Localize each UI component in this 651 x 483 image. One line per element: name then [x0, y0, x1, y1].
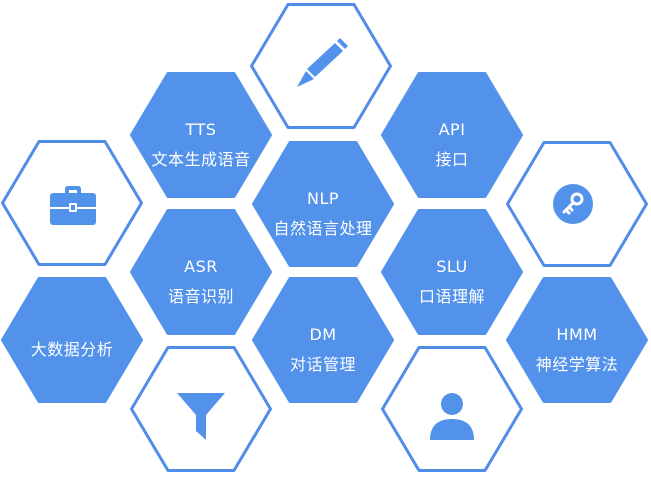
hex-hmm: HMM 神经学算法	[506, 277, 648, 403]
hex-filter	[130, 346, 272, 472]
user-icon	[427, 390, 477, 442]
hex-key	[506, 141, 648, 267]
hex-tts: TTS 文本生成语音	[130, 72, 272, 198]
api-name: 接口	[435, 150, 469, 169]
briefcase-icon	[48, 185, 98, 227]
slu-abbr: SLU	[436, 257, 468, 276]
api-abbr: API	[438, 120, 466, 139]
hmm-abbr: HMM	[556, 325, 598, 344]
nlp-abbr: NLP	[306, 189, 340, 208]
hex-briefcase	[1, 140, 143, 266]
dm-abbr: DM	[309, 325, 337, 344]
hex-nlp: NLP 自然语言处理	[252, 141, 394, 267]
tts-name: 文本生成语音	[151, 150, 251, 169]
hex-api: API 接口	[381, 72, 523, 198]
pencil-icon	[287, 36, 357, 96]
hex-pencil	[250, 3, 392, 129]
bigdata-name: 大数据分析	[30, 340, 114, 359]
hex-asr: ASR 语音识别	[130, 209, 272, 335]
hex-dm: DM 对话管理	[252, 277, 394, 403]
slu-name: 口语理解	[418, 287, 485, 306]
asr-name: 语音识别	[167, 287, 234, 306]
key-icon	[552, 183, 594, 225]
nlp-name: 自然语言处理	[273, 219, 373, 238]
hex-bigdata: 大数据分析	[1, 277, 143, 403]
hmm-name: 神经学算法	[535, 355, 619, 374]
filter-icon	[175, 389, 227, 443]
hex-slu: SLU 口语理解	[381, 209, 523, 335]
hex-user	[381, 346, 523, 472]
dm-name: 对话管理	[289, 355, 356, 374]
tts-abbr: TTS	[185, 120, 217, 139]
asr-abbr: ASR	[184, 257, 218, 276]
